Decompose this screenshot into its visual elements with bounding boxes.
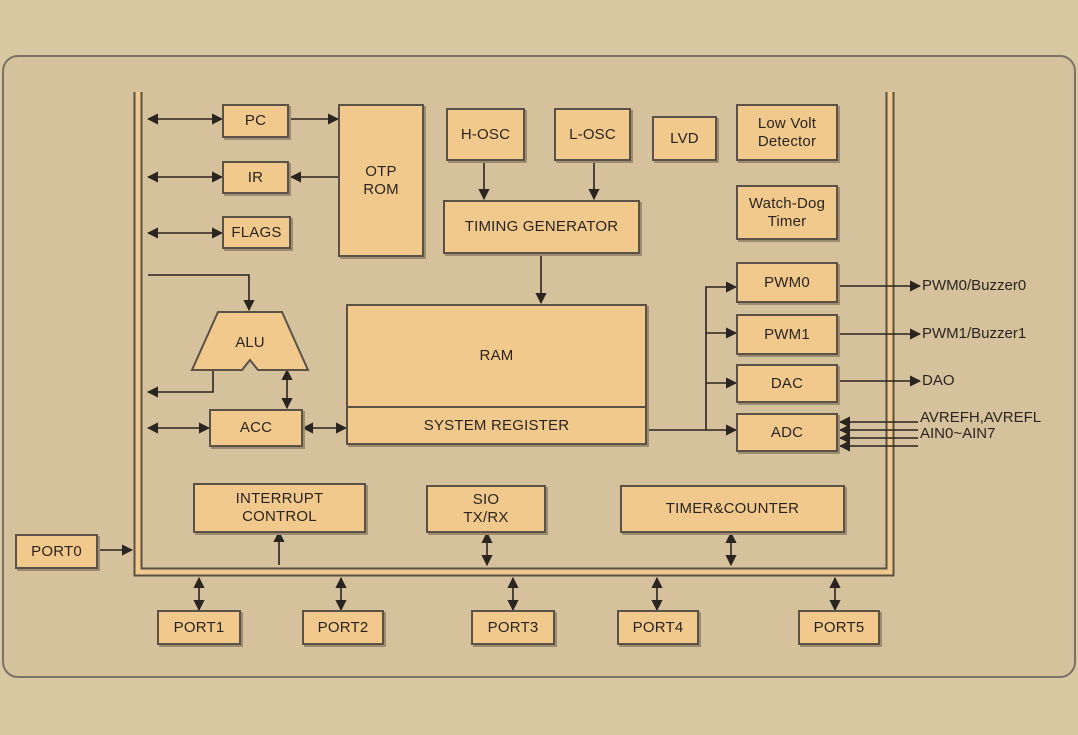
ain-signal: AIN0~AIN7: [920, 425, 996, 442]
l-osc-label: L-OSC: [569, 125, 616, 143]
ram-label: RAM: [479, 347, 514, 364]
port0-block: PORT0: [15, 534, 98, 569]
dac-block: DAC: [736, 364, 838, 403]
port3-block: PORT3: [471, 610, 555, 645]
dac-label: DAC: [770, 374, 804, 392]
alu-label: ALU: [235, 334, 264, 351]
pc-block: PC: [222, 104, 289, 138]
otp-rom-block: OTP ROM: [338, 104, 424, 257]
avref-signal: AVREFH,AVREFL: [920, 409, 1042, 426]
sio-block: SIO TX/RX: [426, 485, 546, 533]
pwm1-label: PWM1: [764, 325, 810, 343]
bus-left-rail-inner: [135, 92, 893, 575]
alu-bus-wire: [146, 370, 214, 398]
port3-label: PORT3: [487, 618, 539, 636]
system-register-label: SYSTEM REGISTER: [423, 416, 570, 434]
ir-block: IR: [222, 161, 289, 194]
acc-label: ACC: [239, 419, 273, 436]
interrupt-control-label: INTERRUPT CONTROL: [235, 490, 324, 525]
bottom-band: [0, 680, 1078, 735]
low-volt-detector-block: Low Volt Detector: [736, 104, 838, 161]
watch-dog-timer-block: Watch-Dog Timer: [736, 185, 838, 240]
lvd-block: LVD: [652, 116, 717, 161]
timer-counter-block: TIMER&COUNTER: [620, 485, 845, 533]
port5-block: PORT5: [798, 610, 880, 645]
watch-dog-timer-label: Watch-Dog Timer: [748, 194, 826, 230]
pwm0-block: PWM0: [736, 262, 838, 303]
timing-generator-label: TIMING GENERATOR: [464, 218, 619, 235]
pwm0-label: PWM0: [764, 273, 810, 291]
ram-block: RAM: [346, 304, 647, 408]
port0-label: PORT0: [31, 542, 82, 560]
acc-block: ACC: [209, 409, 303, 447]
dao-signal: DAO: [922, 372, 955, 389]
port1-block: PORT1: [157, 610, 241, 645]
alu-shape: [190, 311, 310, 371]
sysreg-peripheral-wire: [647, 281, 738, 431]
port5-label: PORT5: [813, 618, 865, 636]
h-osc-label: H-OSC: [460, 125, 511, 143]
port2-block: PORT2: [302, 610, 384, 645]
adc-label: ADC: [770, 423, 804, 441]
system-register-block: SYSTEM REGISTER: [346, 406, 647, 445]
pwm0-buzzer0-signal: PWM0/Buzzer0: [922, 277, 1027, 294]
pc-label: PC: [244, 112, 267, 129]
port4-label: PORT4: [632, 618, 684, 636]
top-band: [0, 0, 1078, 53]
low-volt-detector-label: Low Volt Detector: [757, 114, 817, 150]
port1-label: PORT1: [173, 618, 225, 636]
pwm1-buzzer1-signal: PWM1/Buzzer1: [922, 325, 1027, 342]
port2-label: PORT2: [317, 618, 369, 636]
interrupt-control-block: INTERRUPT CONTROL: [193, 483, 366, 533]
timer-counter-label: TIMER&COUNTER: [665, 500, 800, 517]
timing-generator-block: TIMING GENERATOR: [443, 200, 640, 254]
bus-alu-wire: [148, 274, 255, 312]
otp-rom-label: OTP ROM: [363, 162, 399, 198]
flags-block: FLAGS: [222, 216, 291, 249]
l-osc-block: L-OSC: [554, 108, 631, 161]
flags-label: FLAGS: [231, 223, 282, 241]
sio-label: SIO TX/RX: [463, 491, 509, 526]
ir-label: IR: [247, 168, 264, 186]
port4-block: PORT4: [617, 610, 699, 645]
h-osc-block: H-OSC: [446, 108, 525, 161]
lvd-label: LVD: [670, 129, 699, 147]
adc-block: ADC: [736, 413, 838, 452]
pwm1-block: PWM1: [736, 314, 838, 355]
